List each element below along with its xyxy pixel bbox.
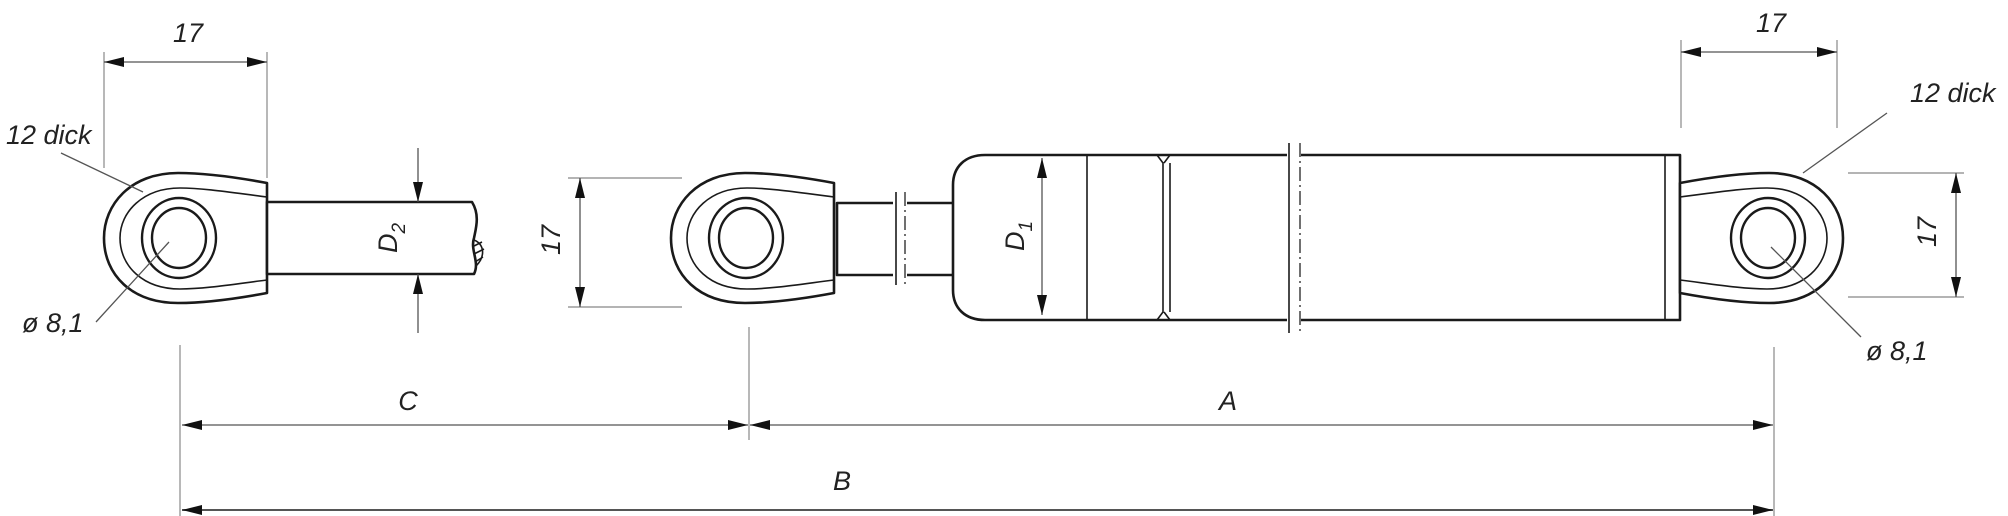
dimension-a-label: A bbox=[1217, 386, 1237, 416]
right-eye-height-dimension: 17 bbox=[1848, 172, 1964, 298]
thickness-label-right: 12 dick bbox=[1910, 78, 1997, 108]
dimension-b: B bbox=[182, 466, 1773, 515]
middle-eye-height-dimension: 17 bbox=[536, 177, 682, 308]
left-eye-fitting bbox=[102, 171, 269, 305]
right-eye-width-dimension: 17 bbox=[1680, 8, 1838, 128]
cylinder-body bbox=[951, 143, 1682, 333]
thickness-label-left: 12 dick bbox=[6, 120, 93, 150]
thickness-leader-left bbox=[60, 152, 144, 193]
dimension-c: C bbox=[182, 386, 748, 430]
right-eye-height-label: 17 bbox=[1912, 216, 1942, 247]
hole-leader-right bbox=[1770, 246, 1862, 338]
short-rod bbox=[835, 192, 957, 285]
dimension-a: A bbox=[750, 386, 1773, 430]
left-eye-width-label: 17 bbox=[173, 18, 204, 48]
thickness-leader-right bbox=[1802, 112, 1888, 174]
cylinder-diameter-dimension: D1 bbox=[1000, 158, 1047, 315]
rod-diameter-label: D2 bbox=[373, 223, 410, 254]
rod-diameter-dimension: D2 bbox=[373, 148, 423, 333]
dimension-c-label: C bbox=[398, 386, 418, 416]
section-hatch bbox=[473, 241, 485, 263]
right-eye-fitting bbox=[1678, 171, 1845, 305]
hole-label-left: ø 8,1 bbox=[22, 308, 84, 338]
hole-label-right: ø 8,1 bbox=[1866, 336, 1928, 366]
left-eye-width-dimension: 17 bbox=[103, 18, 268, 178]
cylinder-diameter-label: D1 bbox=[1000, 221, 1037, 251]
dimension-b-label: B bbox=[833, 466, 851, 496]
middle-eye-fitting bbox=[669, 171, 836, 305]
right-eye-width-label: 17 bbox=[1756, 8, 1787, 38]
hole-leader-left bbox=[95, 241, 170, 323]
middle-eye-height-label: 17 bbox=[536, 224, 566, 255]
piston-rod bbox=[265, 200, 485, 276]
